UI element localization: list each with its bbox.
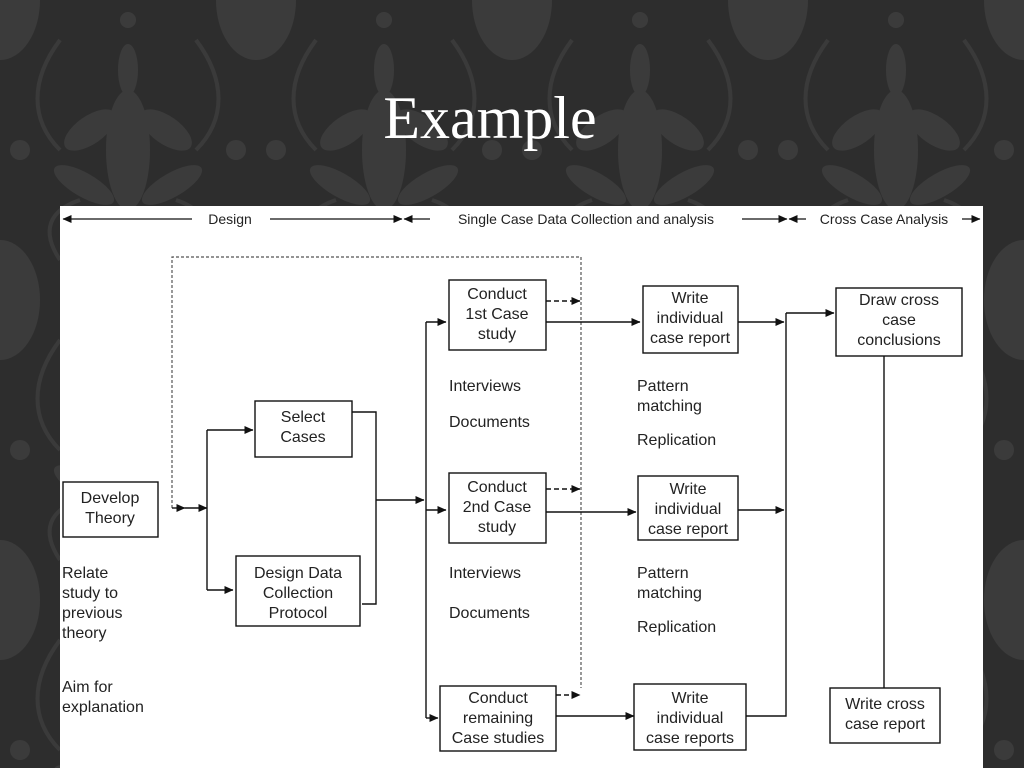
conduct-second-case-box [448,472,547,544]
phase-label-single-case: Single Case Data Collection and analysis [458,211,714,227]
documents-note-1: Documents [449,414,530,431]
case-study-flow-diagram: Design Single Case Data Collection and a… [60,206,983,768]
draw-cross-case-box [835,287,963,357]
interviews-note-2: Interviews [449,565,521,582]
select-cases-box [254,400,353,458]
write-report-1-box [642,285,739,354]
write-cross-case-report-box [829,687,941,744]
develop-theory-box [62,481,159,538]
connectors [172,297,885,722]
design-protocol-box [235,555,361,627]
replication-note-1: Replication [637,432,716,449]
slide-title: Example [383,85,597,151]
conduct-first-case-box [448,279,547,351]
conduct-remaining-box [439,685,557,752]
write-reports-remaining-box [633,683,747,751]
phase-label-cross-case: Cross Case Analysis [820,211,948,227]
phase-label-design: Design [208,211,252,227]
write-report-2-box [637,475,739,541]
feedback-loop [171,256,582,688]
interviews-note-1: Interviews [449,378,521,395]
replication-note-2: Replication [637,619,716,636]
documents-note-2: Documents [449,605,530,622]
